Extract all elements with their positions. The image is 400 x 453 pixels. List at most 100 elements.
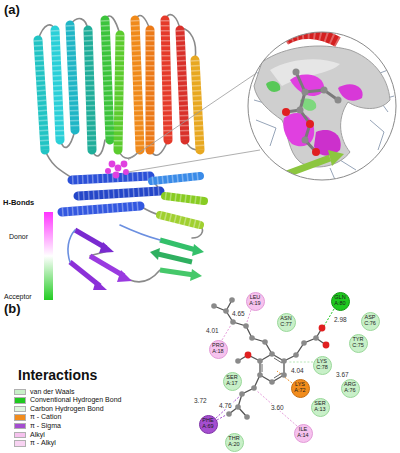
protein-ribbon-part: [158, 254, 192, 262]
ligand-2d-atoms-part-part: [244, 414, 250, 420]
protein-ribbon-part: [75, 230, 106, 248]
zoom-lines-part: [128, 72, 258, 160]
zoom-lines-part: [128, 150, 260, 172]
zoom-view: [246, 30, 400, 184]
interaction-lines-part: [257, 391, 297, 426]
legend-title: Interactions: [18, 368, 97, 383]
residue-label: PHE A:69: [202, 418, 213, 430]
ligand-atoms-part: [302, 89, 309, 96]
ligand-atoms-part: [302, 137, 309, 144]
ligand-atoms-part: [306, 120, 314, 128]
residue-label: ILE A:14: [297, 427, 308, 439]
interaction-lines: [216, 309, 334, 426]
interaction-lines-part: [216, 396, 240, 418]
distance-label: 4.01: [205, 327, 220, 334]
legend-title: H-Bonds: [3, 199, 34, 207]
ligand-2d-atoms-part-part: [269, 351, 275, 357]
ligand-atoms-part: [321, 87, 328, 94]
ligand-2d-atoms-part-part: [323, 342, 330, 349]
legend-swatch: [14, 432, 26, 439]
legend-swatch: [14, 414, 26, 421]
ligand-2d-atoms-part-part: [301, 340, 307, 346]
legend-text: Alkyl: [30, 431, 45, 439]
zoom-view-part: [276, 158, 330, 178]
ligand-2d-atoms-part-part: [235, 404, 241, 410]
residue-circle: LEU A:19: [246, 292, 265, 311]
legend-swatch: [14, 389, 26, 396]
zoom-view-part: [246, 30, 400, 184]
ligand-atoms-part: [312, 148, 320, 156]
ligand-balls: [105, 161, 129, 179]
ligand-balls-part: [113, 172, 120, 179]
residue-circle: LYS A:72: [291, 379, 310, 398]
ligand-2d-atoms-part-part: [223, 308, 229, 314]
residue-circle: SER A:17: [223, 372, 242, 391]
residue-label: ASN C:77: [280, 316, 292, 328]
residue-circle: ARG A:76: [341, 379, 360, 398]
zoom-view-part: [338, 84, 363, 100]
ligand-2d-atoms-part-part: [281, 358, 287, 364]
ligand-balls-part: [115, 165, 122, 172]
legend-text: Donor: [9, 233, 28, 241]
zoom-view-part: [290, 75, 324, 96]
legend-text: Conventional Hydrogen Bond: [30, 396, 121, 404]
distance-label: 4.04: [290, 367, 305, 374]
ligand-2d-atoms-part: [211, 297, 319, 420]
protein-ribbon-part: [62, 176, 204, 225]
panel-letter: (b): [4, 302, 21, 316]
legend-text: π - Alkyl: [30, 439, 56, 447]
residue-label: ASP C:76: [364, 315, 376, 327]
protein-ribbon: [38, 15, 204, 290]
legend-swatch: [14, 406, 26, 413]
residue-label: LYS A:72: [294, 382, 305, 394]
ligand-2d: [214, 300, 326, 417]
protein-ribbon-part: [160, 270, 194, 275]
ligand-atoms-part: [293, 69, 300, 76]
residue-circle: ILE A:14: [294, 424, 313, 443]
protein-ribbon-part: [150, 248, 160, 260]
ligand-balls-part: [105, 168, 111, 174]
residue-circle: THR A:20: [225, 433, 244, 452]
zoom-view-part: [266, 81, 280, 92]
ligand-2d-atoms-part-part: [226, 411, 232, 417]
legend-text: Acceptor: [4, 293, 32, 301]
zoom-view-part: [328, 150, 344, 166]
protein-ribbon-part: [90, 256, 124, 276]
ligand-2d-atoms-part-part: [257, 358, 263, 364]
protein-ribbon-part: [117, 270, 132, 282]
legend-text: Carbon Hydrogen Bond: [30, 405, 104, 413]
distance-label: 3.67: [335, 371, 350, 378]
residue-label: SER A:13: [314, 401, 325, 413]
residue-label: TYR C:75: [352, 337, 364, 349]
ligand-sticks: [286, 72, 338, 152]
ligand-2d-part: [260, 354, 284, 382]
distance-label: 4.76: [218, 402, 233, 409]
residue-circle: ASN C:77: [277, 313, 296, 332]
residue-label: LEU A:19: [249, 295, 260, 307]
ligand-2d-atoms-part-part: [251, 385, 257, 391]
legend-swatch: [14, 397, 26, 404]
ligand-2d-atoms-part-part: [313, 335, 319, 341]
residue-label: SER A:17: [226, 375, 237, 387]
ligand-atoms-part: [297, 107, 304, 114]
ligand-2d-atoms: [211, 297, 329, 420]
ligand-2d-atoms-part-part: [243, 323, 249, 329]
protein-ribbon-part: [192, 244, 204, 256]
residue-circle: LYS C:78: [313, 356, 332, 375]
legend-swatch: [44, 212, 53, 256]
residue-label: THR A:20: [228, 436, 239, 448]
residue-circle: TYR C:75: [349, 334, 368, 353]
interaction-lines-part: [288, 362, 313, 363]
ligand-atoms: [282, 69, 342, 157]
distance-label: 2.98: [333, 316, 348, 323]
protein-ribbon-part: [68, 225, 160, 262]
protein-ribbon-part: [190, 269, 202, 281]
ligand-2d-atoms-part-part: [211, 303, 217, 309]
ligand-2d-atoms-part-part: [249, 335, 255, 341]
protein-ribbon-part: [38, 20, 200, 150]
ligand-sticks-part: [296, 72, 316, 152]
distance-label: 3.60: [270, 404, 285, 411]
protein-ribbon-part: [118, 35, 120, 150]
